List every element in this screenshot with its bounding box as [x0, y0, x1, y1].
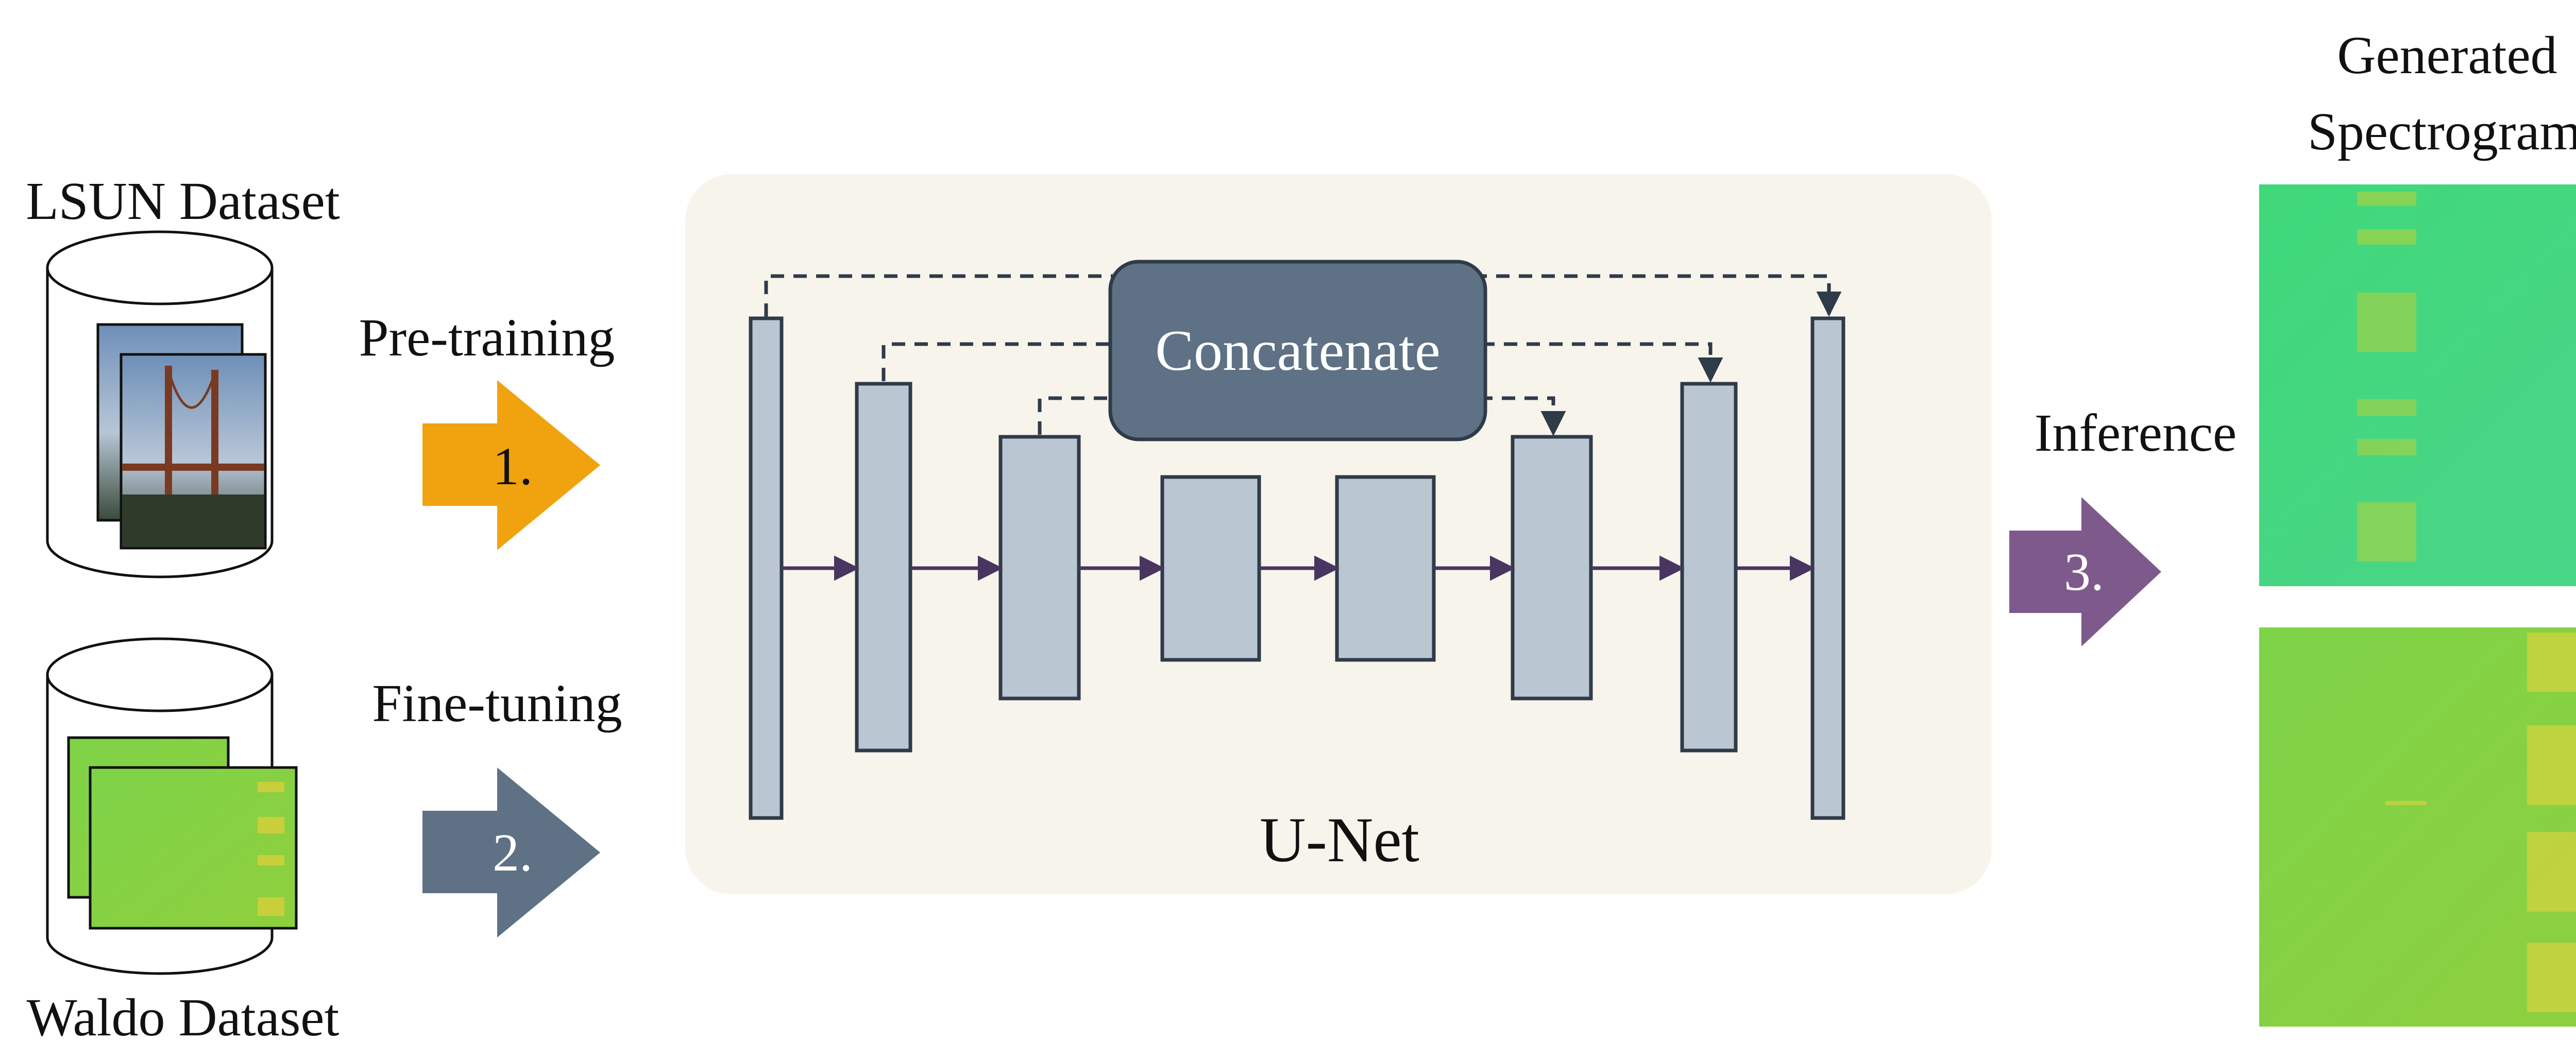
unet-label: U-Net	[1260, 805, 1419, 875]
generated-spectrogram-2	[2259, 627, 2576, 1027]
pretraining-stage: Pre-training 1.	[359, 308, 615, 550]
finetuning-step: 2.	[493, 823, 533, 882]
generated-spectrograms: Generated Spectrograms	[2259, 26, 2576, 1027]
bottleneck-block-2	[1335, 475, 1436, 662]
inference-step: 3.	[2064, 542, 2104, 602]
encoder-block-2	[855, 382, 912, 753]
decoder-block-3	[1511, 435, 1593, 701]
skip-connection-inner	[1038, 396, 1566, 436]
pretraining-step: 1.	[493, 437, 533, 496]
finetuning-arrow	[422, 768, 600, 937]
encoder-block-3	[998, 435, 1081, 701]
bottleneck-block-1	[1160, 475, 1261, 662]
finetuning-label: Fine-tuning	[372, 674, 622, 733]
unet-panel: Concatenate U-Net	[685, 174, 1992, 894]
pretraining-arrow	[422, 380, 600, 550]
waldo-dataset: Waldo Dataset	[27, 637, 340, 1047]
encoder-block-1	[749, 316, 784, 820]
generated-spectrogram-1	[2259, 184, 2576, 586]
concatenate-block	[1108, 260, 1487, 441]
waldo-dataset-label: Waldo Dataset	[27, 988, 340, 1047]
lsun-dataset: LSUN Dataset	[26, 172, 340, 578]
inference-stage: Inference 3.	[2009, 403, 2236, 646]
decoder-block-1	[1810, 316, 1845, 820]
finetuning-stage: Fine-tuning 2.	[372, 674, 622, 937]
inference-arrow	[2009, 497, 2161, 646]
lsun-dataset-label: LSUN Dataset	[26, 172, 340, 231]
lsun-photo-front	[120, 353, 267, 550]
decoder-block-2	[1680, 382, 1738, 753]
inference-label: Inference	[2035, 403, 2237, 463]
pretraining-label: Pre-training	[359, 308, 615, 367]
output-title-line2: Spectrograms	[2308, 102, 2576, 161]
waldo-spectrogram-front	[89, 766, 298, 930]
concatenate-label: Concatenate	[1155, 319, 1440, 383]
output-title-line1: Generated	[2337, 26, 2557, 85]
